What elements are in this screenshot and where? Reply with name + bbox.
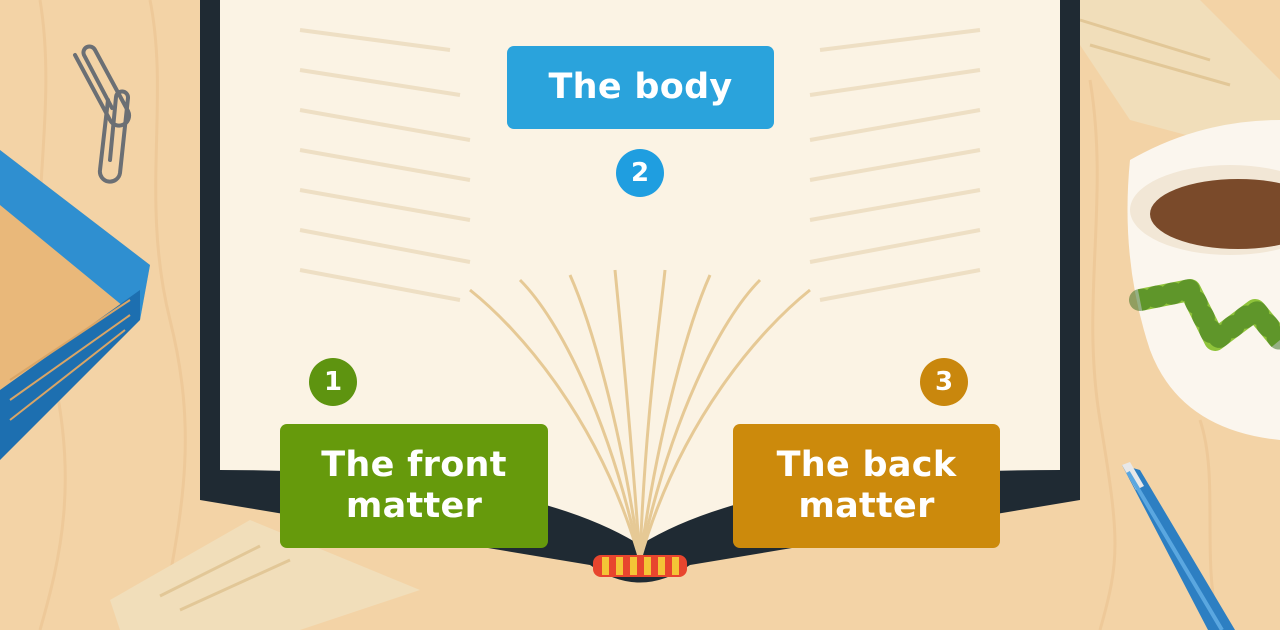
paperclip-icon [73,44,132,184]
body-label: The body [507,46,774,129]
body-number-badge: 2 [616,149,664,197]
front-matter-number-badge: 1 [309,358,357,406]
back-matter-number-badge: 3 [920,358,968,406]
right-page [640,0,1060,545]
back-matter-label: The back matter [733,424,1000,548]
blue-notebook [0,150,150,460]
coffee-mug [1127,120,1280,440]
front-matter-label: The front matter [280,424,548,548]
fanned-pages [469,269,811,561]
pen-icon [1122,462,1235,630]
left-page [220,0,640,545]
loose-papers [110,0,1280,630]
